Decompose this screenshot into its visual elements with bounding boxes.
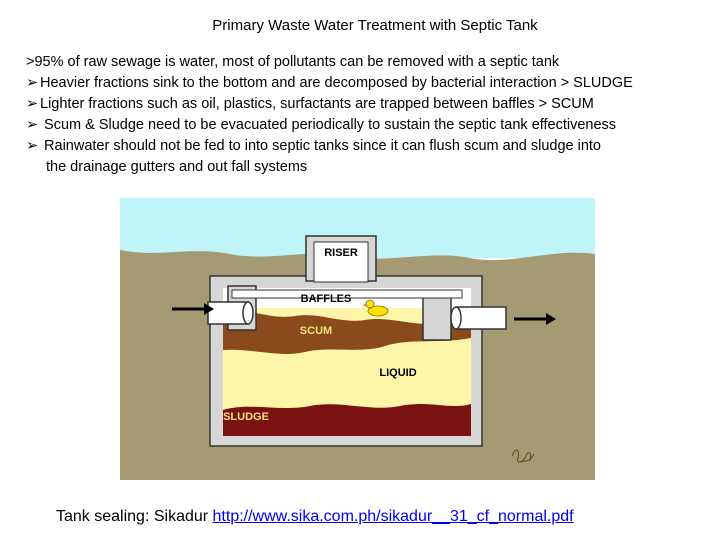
bullet-item: ➢Heavier fractions sink to the bottom an… (26, 73, 716, 94)
bullet-item: ➢ Rainwater should not be fed to into se… (26, 136, 716, 157)
baffles-label: BAFFLES (301, 293, 352, 305)
bullet-text: Scum & Sludge need to be evacuated perio… (40, 117, 617, 133)
bullet-list: >95% of raw sewage is water, most of pol… (26, 52, 716, 178)
bullet-text: the drainage gutters and out fall system… (46, 159, 308, 175)
arrow-bullet-icon: ➢ (26, 75, 39, 91)
sludge-label: SLUDGE (223, 411, 269, 423)
arrow-bullet-icon: ➢ (26, 138, 39, 154)
bullet-item: >95% of raw sewage is water, most of pol… (26, 52, 716, 73)
duck-icon (362, 299, 389, 317)
arrow-bullet-icon: ➢ (26, 117, 39, 133)
bullet-text: Heavier fractions sink to the bottom and… (40, 75, 633, 91)
footer-note: Tank sealing: Sikadur http://www.sika.co… (56, 508, 574, 526)
riser-label: RISER (324, 247, 358, 259)
bullet-item: ➢ Scum & Sludge need to be evacuated per… (26, 115, 716, 136)
arrow-bullet-icon: ➢ (26, 96, 39, 112)
inlet-pipe-end (242, 301, 254, 325)
sludge-layer (223, 404, 471, 436)
bullet-text: >95% of raw sewage is water, most of pol… (26, 54, 560, 70)
scum-layer (223, 309, 471, 354)
bullet-continuation: the drainage gutters and out fall system… (26, 157, 716, 178)
outlet-pipe (455, 306, 507, 330)
page-title: Primary Waste Water Treatment with Septi… (212, 17, 538, 34)
outlet-baffle (422, 295, 452, 341)
footer-label: Tank sealing: Sikadur (56, 508, 213, 525)
baffle-cover (231, 289, 463, 299)
inlet-pipe (207, 301, 249, 325)
riser-opening (313, 241, 369, 283)
scum-label: SCUM (300, 325, 332, 337)
outlet-pipe-end (450, 306, 462, 330)
septic-tank-diagram: RISER BAFFLES SCUM LIQUID SLUDGE (120, 198, 595, 480)
outlet-arrow-icon (514, 313, 556, 325)
liquid-label: LIQUID (379, 367, 416, 379)
inlet-arrow-icon (172, 303, 214, 315)
bullet-text: Lighter fractions such as oil, plastics,… (40, 96, 594, 112)
bullet-text: Rainwater should not be fed to into sept… (40, 138, 601, 154)
signature-icon (511, 449, 535, 463)
bullet-item: ➢Lighter fractions such as oil, plastics… (26, 94, 716, 115)
sikadur-link[interactable]: http://www.sika.com.ph/sikadur__31_cf_no… (212, 508, 574, 525)
